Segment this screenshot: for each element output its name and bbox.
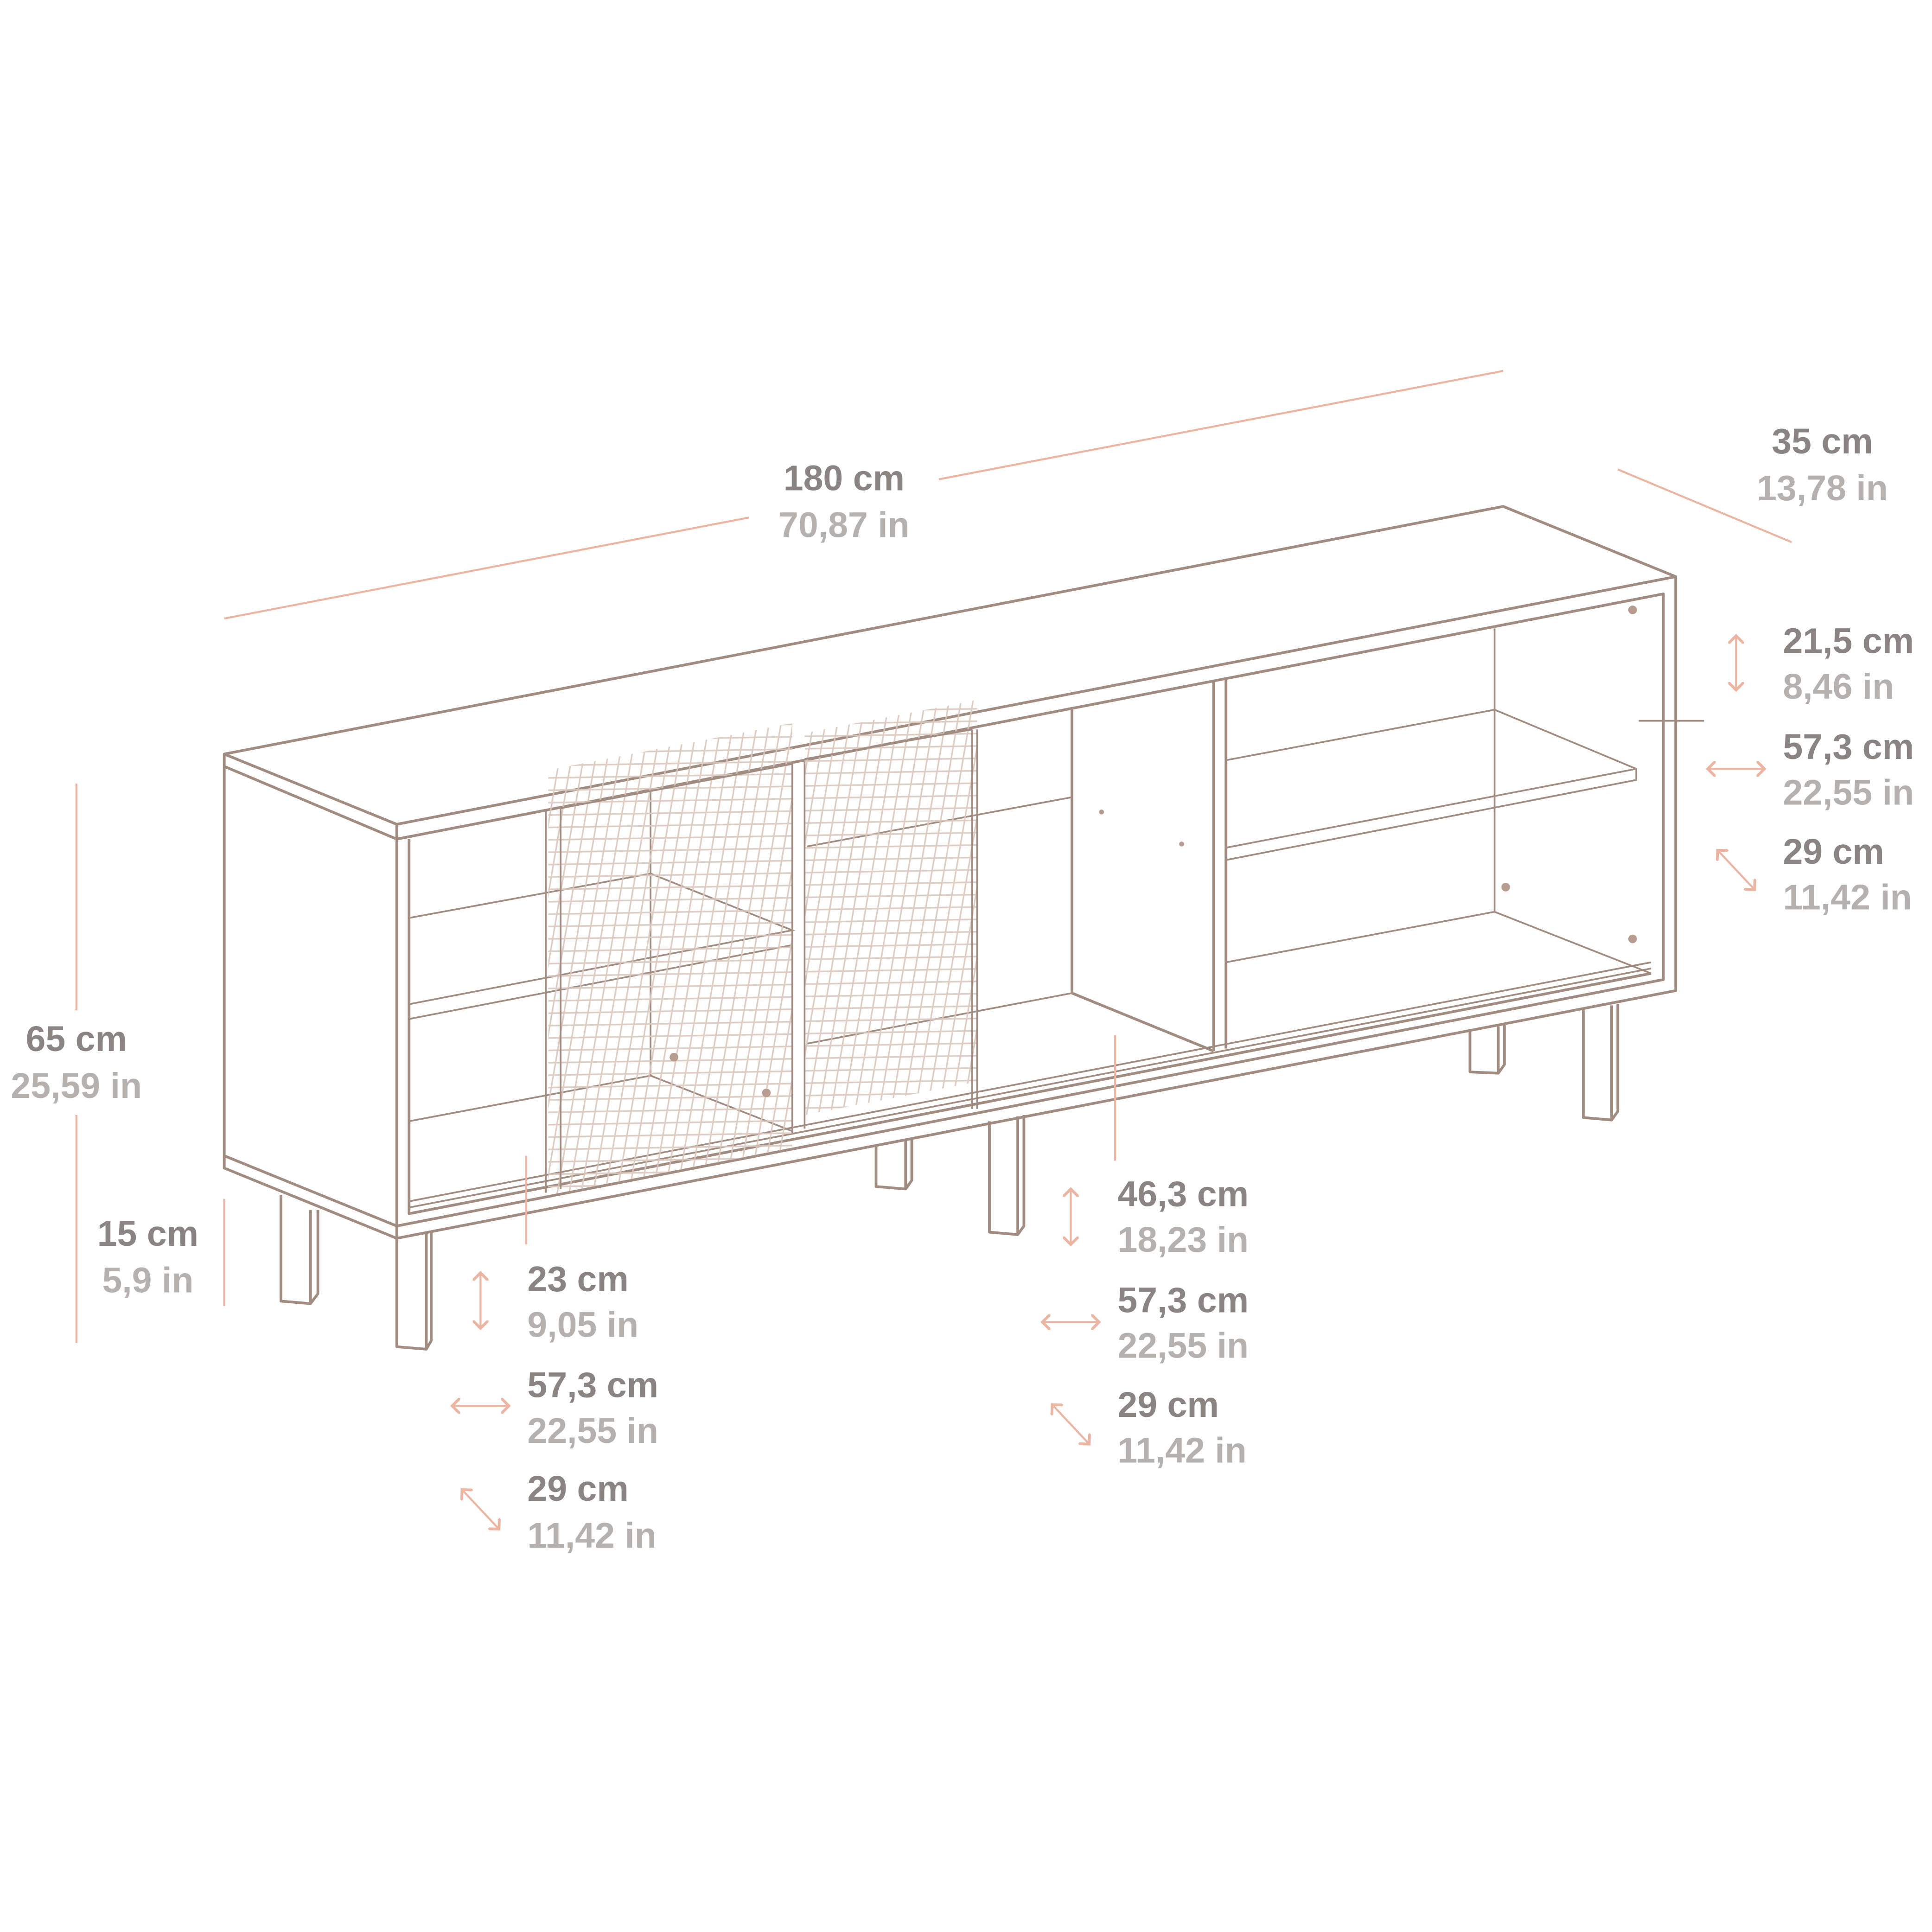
depth-arrow-icon bbox=[1052, 1405, 1090, 1444]
right-width-cm: 57,3 cm bbox=[1783, 727, 1914, 767]
leg-front-left bbox=[395, 1232, 433, 1351]
leg-back-middle bbox=[874, 1140, 913, 1191]
front-frame bbox=[395, 576, 1677, 1240]
depth-arrow-icon bbox=[462, 1490, 499, 1529]
right-width-in: 22,55 in bbox=[1783, 772, 1914, 812]
right-height-cm: 21,5 cm bbox=[1783, 621, 1914, 661]
left-side-panel bbox=[223, 754, 397, 1240]
depth-dimension-line bbox=[1617, 468, 1792, 543]
middle-depth-in: 11,42 in bbox=[1117, 1430, 1246, 1470]
width-dimension-line bbox=[224, 370, 1504, 620]
door-frames bbox=[545, 728, 978, 1193]
middle-height-in: 18,23 in bbox=[1117, 1220, 1249, 1260]
width-cm: 180 cm bbox=[784, 459, 905, 498]
right-shelf bbox=[1225, 708, 1638, 963]
back-panel-lines bbox=[650, 628, 1651, 1132]
width-in: 70,87 in bbox=[778, 505, 910, 545]
left-height-cm: 23 cm bbox=[527, 1259, 628, 1299]
middle-width-in: 22,55 in bbox=[1117, 1326, 1249, 1366]
leg-height-in: 5,9 in bbox=[102, 1261, 193, 1301]
height-cm: 65 cm bbox=[26, 1019, 127, 1059]
legs bbox=[279, 1004, 1620, 1351]
mesh-door-right bbox=[804, 700, 977, 1116]
depth-in: 13,78 in bbox=[1757, 468, 1888, 508]
middle-height-cm: 46,3 cm bbox=[1117, 1174, 1249, 1214]
leg-back-right bbox=[1468, 1025, 1506, 1075]
height-in: 25,59 in bbox=[11, 1066, 142, 1106]
right-depth-in: 11,42 in bbox=[1783, 877, 1912, 917]
left-height-in: 9,05 in bbox=[527, 1305, 638, 1345]
depth-cm: 35 cm bbox=[1772, 421, 1873, 461]
left-depth-in: 11,42 in bbox=[527, 1516, 656, 1556]
middle-depth-cm: 29 cm bbox=[1117, 1385, 1218, 1425]
sideboard-drawing bbox=[223, 505, 1704, 1351]
leg-back-left bbox=[279, 1195, 319, 1305]
mesh-door-left bbox=[548, 723, 792, 1195]
leg-height-cm: 15 cm bbox=[97, 1214, 198, 1254]
left-width-cm: 57,3 cm bbox=[527, 1365, 658, 1405]
leg-front-middle bbox=[988, 1115, 1026, 1236]
shelf-pin-holes bbox=[670, 606, 1637, 1097]
center-divider bbox=[1071, 679, 1228, 1052]
dimension-labels: 180 cm 70,87 in 35 cm 13,78 in 65 cm 25,… bbox=[11, 421, 1914, 1556]
depth-arrow-icon bbox=[1718, 850, 1755, 890]
left-depth-cm: 29 cm bbox=[527, 1469, 628, 1509]
right-height-in: 8,46 in bbox=[1783, 667, 1894, 707]
leg-front-right bbox=[1581, 1004, 1620, 1122]
right-depth-cm: 29 cm bbox=[1783, 832, 1884, 872]
dimension-lines bbox=[75, 370, 1792, 1529]
left-width-in: 22,55 in bbox=[527, 1411, 658, 1451]
middle-width-cm: 57,3 cm bbox=[1117, 1280, 1249, 1320]
